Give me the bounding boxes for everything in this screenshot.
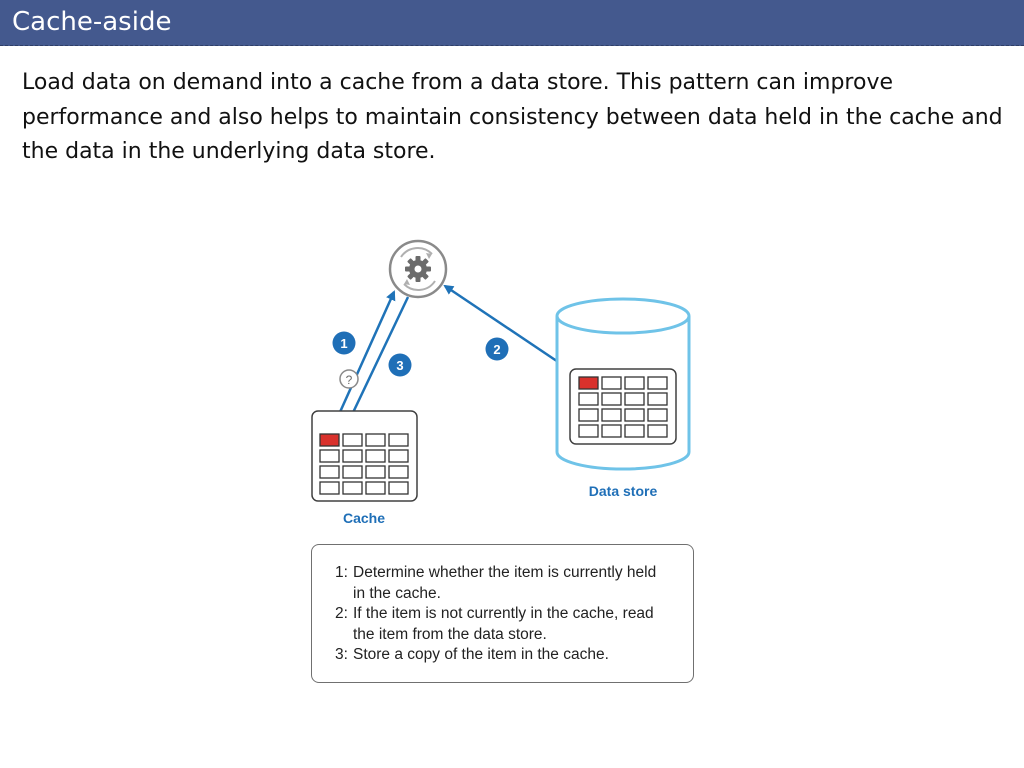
table-cell	[578, 392, 599, 406]
step-number: 1:	[335, 564, 348, 581]
table-cell	[342, 449, 363, 463]
table-cell	[601, 392, 622, 406]
step-text: Determine whether the item is currently …	[353, 564, 657, 602]
step-3-badge: 3	[388, 353, 412, 377]
step-text: Store a copy of the item in the cache.	[353, 646, 609, 663]
svg-text:3: 3	[396, 358, 403, 373]
table-cell	[388, 433, 409, 447]
cache-table	[311, 410, 418, 502]
table-cell	[601, 424, 622, 438]
svg-text:1: 1	[340, 336, 347, 351]
table-cell	[319, 481, 340, 495]
data-store-label: Data store	[589, 483, 658, 499]
steps-list: 1: Determine whether the item is current…	[335, 563, 658, 666]
step-text: If the item is not currently in the cach…	[353, 605, 654, 643]
svg-text:2: 2	[493, 342, 500, 357]
intro-paragraph: Load data on demand into a cache from a …	[22, 70, 1003, 164]
table-cell	[624, 408, 645, 422]
table-cell	[647, 376, 668, 390]
table-cell	[578, 408, 599, 422]
slide-title: Cache-aside	[12, 7, 172, 37]
table-cell	[647, 392, 668, 406]
table-cell	[624, 376, 645, 390]
step-1-badge: 1	[332, 331, 356, 355]
table-cell	[365, 465, 386, 479]
step-item: 3: Store a copy of the item in the cache…	[335, 645, 658, 666]
table-cell	[624, 392, 645, 406]
table-cell	[388, 481, 409, 495]
table-cell	[578, 424, 599, 438]
data-store-table	[569, 368, 677, 445]
step-2-badge: 2	[485, 337, 509, 361]
table-cell	[624, 424, 645, 438]
svg-text:?: ?	[346, 373, 353, 387]
step-item: 2: If the item is not currently in the c…	[335, 604, 658, 645]
table-cell	[365, 481, 386, 495]
table-cell	[342, 481, 363, 495]
table-cell	[319, 465, 340, 479]
table-cell	[365, 449, 386, 463]
table-cell	[388, 449, 409, 463]
table-cell	[601, 376, 622, 390]
gear-icon	[405, 256, 431, 282]
table-cell	[365, 433, 386, 447]
table-cell	[342, 433, 363, 447]
cache-label: Cache	[343, 510, 385, 526]
highlighted-item-cell	[578, 376, 599, 390]
steps-legend: 1: Determine whether the item is current…	[311, 544, 694, 683]
table-cell	[388, 465, 409, 479]
table-cell	[342, 465, 363, 479]
application-node	[388, 239, 448, 299]
title-bar: Cache-aside	[0, 0, 1024, 46]
step-item: 1: Determine whether the item is current…	[335, 563, 658, 604]
question-icon: ?	[339, 369, 359, 389]
step-number: 2:	[335, 605, 348, 622]
table-cell	[647, 424, 668, 438]
table-cell	[319, 449, 340, 463]
step-number: 3:	[335, 646, 348, 663]
table-cell	[647, 408, 668, 422]
table-cell	[601, 408, 622, 422]
highlighted-item-cell	[319, 433, 340, 447]
